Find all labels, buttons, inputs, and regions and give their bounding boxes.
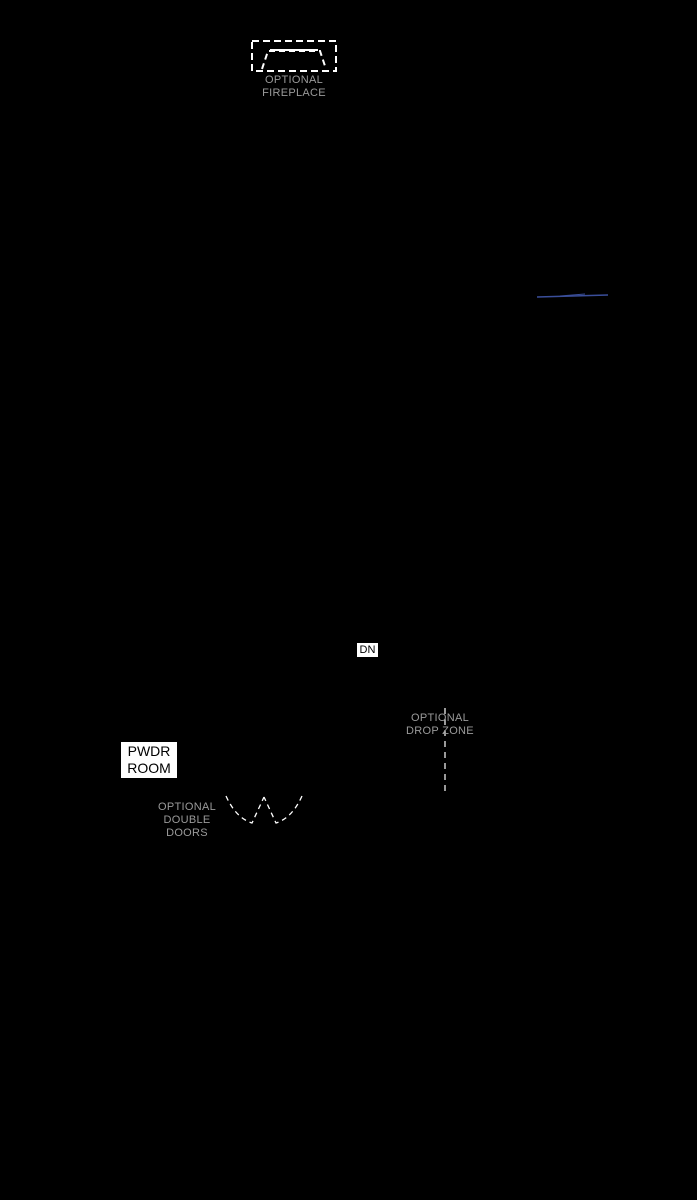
accent-line [536,293,609,298]
double-doors-label: OPTIONAL DOUBLE DOORS [157,801,217,839]
stair-down-label: DN [357,643,378,657]
fireplace-icon [251,40,337,72]
drop-zone-label: OPTIONAL DROP ZONE [406,712,474,737]
powder-room-label: PWDR ROOM [121,742,177,778]
fireplace-label: OPTIONAL FIREPLACE [262,74,326,99]
door-swing-icon [225,795,303,824]
